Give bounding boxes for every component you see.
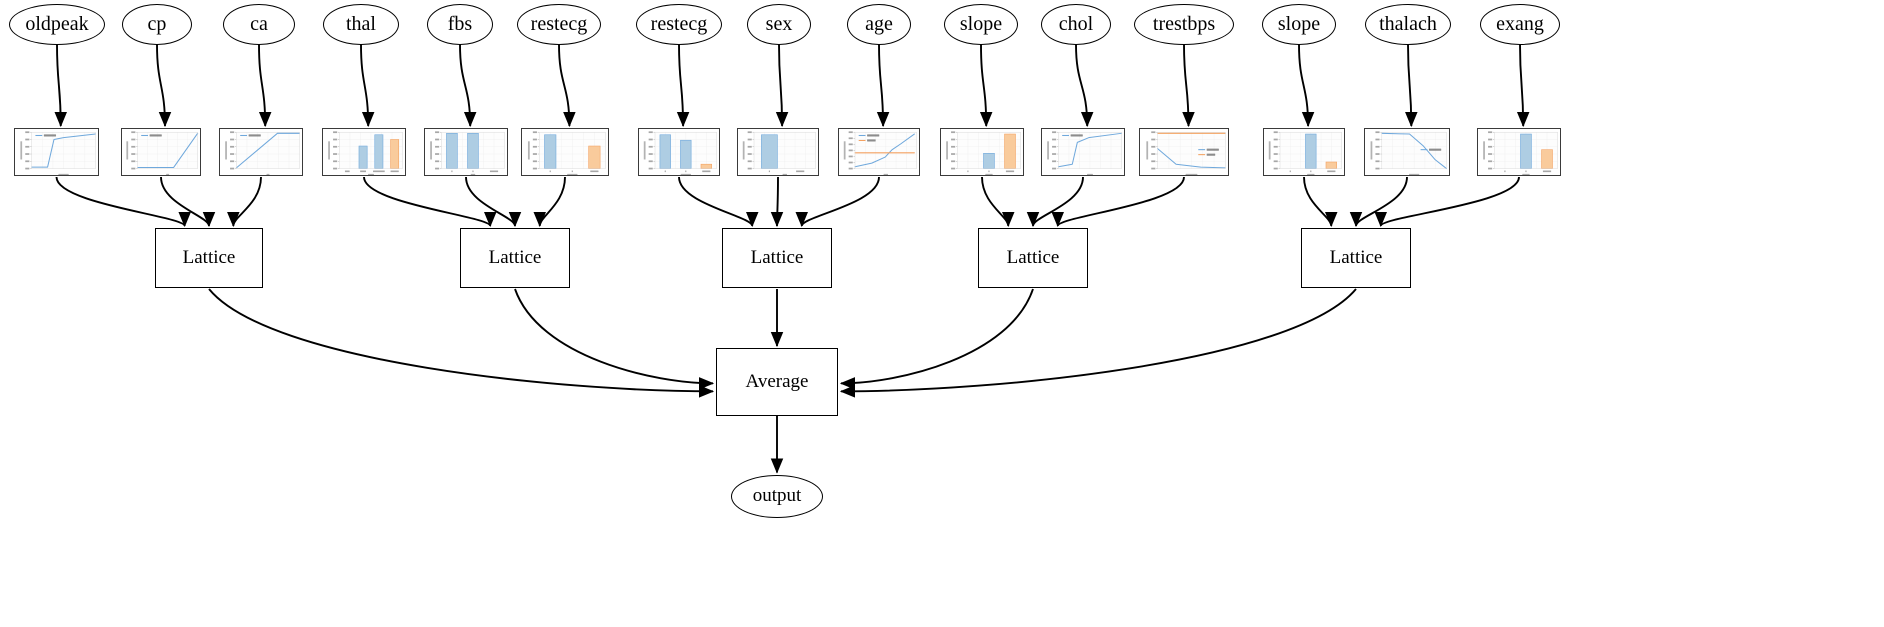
feature-node-oldpeak[interactable]: oldpeak — [9, 3, 105, 45]
edge-plot-slope1-to-lattice-3 — [981, 176, 1015, 228]
calibration-plot-oldpeak-0 — [14, 128, 99, 176]
edge-slope1-to-plot — [979, 44, 993, 128]
edge-plot-exang-to-lattice-4 — [1374, 176, 1520, 228]
feature-node-label: fbs — [447, 13, 473, 35]
edge-lattice-0-to-average — [208, 288, 715, 398]
output-node-label: output — [752, 485, 802, 506]
feature-node-restecg2[interactable]: restecg — [636, 3, 722, 45]
calibration-plot-restecg-6 — [638, 128, 720, 176]
calibration-plot-thalach-13 — [1364, 128, 1450, 176]
calibration-plot-slope-12 — [1263, 128, 1345, 176]
feature-node-label: thal — [346, 13, 376, 35]
average-node-label: Average — [745, 371, 809, 392]
feature-node-label: slope — [1277, 13, 1321, 35]
feature-node-label: restecg — [530, 13, 588, 35]
feature-node-label: slope — [959, 13, 1003, 35]
calibration-plot-sex-7 — [737, 128, 819, 176]
edge-chol-to-plot — [1075, 44, 1094, 128]
feature-node-thal[interactable]: thal — [323, 3, 399, 45]
feature-node-label: sex — [765, 13, 793, 35]
edge-plot-restecg1-to-lattice-1 — [533, 176, 566, 228]
lattice-node-2[interactable]: Lattice — [722, 228, 832, 288]
calibration-plot-trestbps-11 — [1139, 128, 1229, 176]
edge-thal-to-plot — [360, 44, 375, 128]
edge-plot-oldpeak-to-lattice-0 — [55, 176, 191, 228]
feature-node-label: chol — [1058, 13, 1094, 35]
feature-node-chol[interactable]: chol — [1041, 3, 1111, 45]
lattice-node-1[interactable]: Lattice — [460, 228, 570, 288]
edge-age-to-plot — [876, 44, 890, 128]
lattice-node-label: Lattice — [1006, 247, 1060, 268]
edge-plot-slope2-to-lattice-4 — [1303, 176, 1338, 228]
calibration-plot-thal-3 — [322, 128, 406, 176]
edge-plot-chol-to-lattice-3 — [1026, 176, 1084, 228]
feature-node-label: exang — [1496, 13, 1544, 35]
lattice-node-label: Lattice — [182, 247, 236, 268]
calibration-plot-fbs-4 — [424, 128, 508, 176]
edge-plot-trestbps-to-lattice-3 — [1051, 176, 1185, 228]
feature-node-ca[interactable]: ca — [223, 3, 295, 45]
edge-sex-to-plot — [775, 44, 789, 128]
feature-node-trestbps[interactable]: trestbps — [1134, 3, 1234, 45]
lattice-node-label: Lattice — [488, 247, 542, 268]
edge-slope2-to-plot — [1298, 44, 1315, 128]
edge-cp-to-plot — [156, 44, 172, 128]
calibration-plot-cp-1 — [121, 128, 201, 176]
average-node[interactable]: Average — [716, 348, 838, 416]
feature-node-label: ca — [250, 13, 268, 35]
lattice-node-3[interactable]: Lattice — [978, 228, 1088, 288]
edge-plot-ca-to-lattice-0 — [227, 176, 262, 228]
calibration-plot-chol-10 — [1041, 128, 1125, 176]
calibration-plot-ca-2 — [219, 128, 303, 176]
calibration-plot-restecg-5 — [521, 128, 609, 176]
edge-plot-fbs-to-lattice-1 — [465, 176, 522, 228]
edge-ca-to-plot — [258, 44, 272, 128]
edge-plot-sex-to-lattice-2 — [770, 176, 784, 228]
calibration-plot-age-8 — [838, 128, 920, 176]
edge-plot-thal-to-lattice-1 — [363, 176, 497, 228]
feature-node-slope2[interactable]: slope — [1262, 3, 1336, 45]
feature-node-label: cp — [147, 13, 167, 35]
calibration-plot-slope-9 — [940, 128, 1024, 176]
edge-lattice-3-to-average — [839, 288, 1034, 390]
edge-trestbps-to-plot — [1182, 44, 1195, 128]
feature-node-cp[interactable]: cp — [122, 3, 192, 45]
edge-oldpeak-to-plot — [54, 44, 68, 128]
feature-node-thalach[interactable]: thalach — [1365, 3, 1451, 45]
edge-plot-cp-to-lattice-0 — [160, 176, 216, 228]
feature-node-fbs[interactable]: fbs — [427, 3, 493, 45]
lattice-node-label: Lattice — [1329, 247, 1383, 268]
feature-node-label: thalach — [1379, 13, 1437, 35]
edge-plot-thalach-to-lattice-4 — [1349, 176, 1408, 228]
edge-plot-restecg2-to-lattice-2 — [678, 176, 759, 228]
feature-node-label: age — [865, 13, 893, 35]
feature-node-slope1[interactable]: slope — [944, 3, 1018, 45]
edge-lattice-4-to-average — [839, 288, 1357, 398]
calibration-plot-exang-14 — [1477, 128, 1561, 176]
edge-exang-to-plot — [1516, 44, 1530, 128]
feature-node-exang[interactable]: exang — [1480, 3, 1560, 45]
feature-node-sex[interactable]: sex — [747, 3, 811, 45]
lattice-node-label: Lattice — [750, 247, 804, 268]
feature-node-label: restecg — [650, 13, 708, 35]
feature-node-label: oldpeak — [25, 13, 89, 35]
lattice-node-0[interactable]: Lattice — [155, 228, 263, 288]
lattice-node-4[interactable]: Lattice — [1301, 228, 1411, 288]
feature-node-label: trestbps — [1152, 13, 1216, 35]
feature-node-age[interactable]: age — [847, 3, 911, 45]
edge-fbs-to-plot — [459, 44, 477, 128]
edge-lattice-1-to-average — [514, 288, 715, 390]
edge-restecg2-to-plot — [676, 44, 690, 128]
edge-thalach-to-plot — [1405, 44, 1418, 128]
output-node[interactable]: output — [731, 474, 823, 518]
feature-node-restecg1[interactable]: restecg — [517, 3, 601, 45]
edge-plot-age-to-lattice-2 — [795, 176, 880, 228]
edge-restecg1-to-plot — [558, 44, 576, 128]
